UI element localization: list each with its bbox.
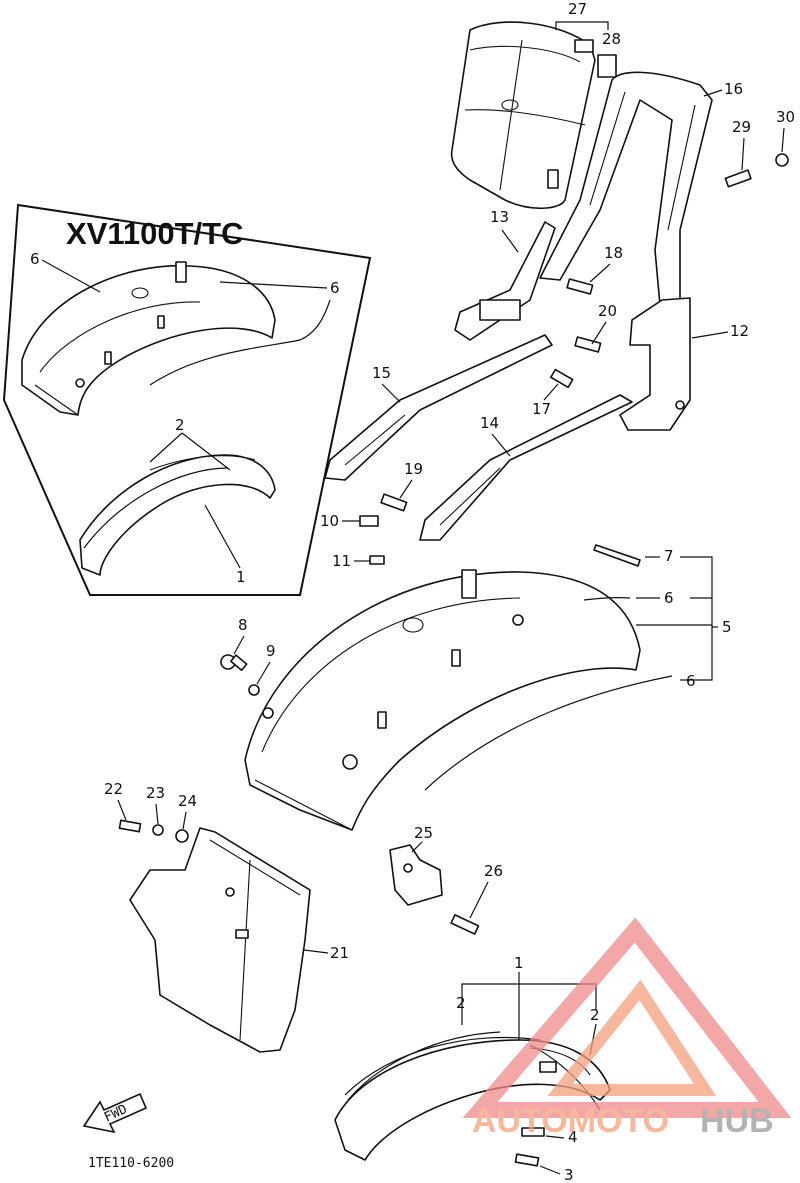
inset-callout-1: 1 xyxy=(236,568,246,586)
callout-17: 17 xyxy=(532,400,551,418)
callout-11: 11 xyxy=(332,552,351,570)
inset-border xyxy=(2,203,372,596)
callout-23: 23 xyxy=(146,784,165,802)
bracket-13 xyxy=(454,221,556,341)
callout-16: 16 xyxy=(724,80,743,98)
callout-21: 21 xyxy=(330,944,349,962)
callout-8: 8 xyxy=(238,616,248,634)
seal-2-left xyxy=(347,1031,501,1101)
callout-24: 24 xyxy=(178,792,197,810)
bolt-19 xyxy=(380,493,408,512)
inset-rear-fender xyxy=(21,264,276,416)
clip-11 xyxy=(369,555,385,565)
forward-arrow-icon: FWD xyxy=(82,1092,148,1134)
bolt-17 xyxy=(550,368,574,389)
bracket-12 xyxy=(619,297,691,431)
callout-27: 27 xyxy=(568,0,587,18)
inset-callout-6-right: 6 xyxy=(330,279,340,297)
callout-19: 19 xyxy=(404,460,423,478)
callout-10: 10 xyxy=(320,512,339,530)
nut-30 xyxy=(775,153,789,167)
callout-30: 30 xyxy=(776,108,795,126)
bolt-18 xyxy=(566,278,594,295)
backrest-frame xyxy=(539,71,713,306)
light-bracket-25 xyxy=(389,844,443,906)
callout-22: 22 xyxy=(104,780,123,798)
bolt-4 xyxy=(521,1127,545,1137)
callout-28: 28 xyxy=(602,30,621,48)
callout-13: 13 xyxy=(490,208,509,226)
inset-callout-2: 2 xyxy=(175,416,185,434)
callout-4: 4 xyxy=(568,1128,578,1146)
callout-6-upper: 6 xyxy=(664,589,674,607)
callout-18: 18 xyxy=(604,244,623,262)
callout-15: 15 xyxy=(372,364,391,382)
callout-7: 7 xyxy=(664,547,674,565)
inset-panel: XV1100T/TC 6 6 2 1 xyxy=(2,203,372,596)
flap-21 xyxy=(129,827,311,1053)
callout-25: 25 xyxy=(414,824,433,842)
strip-7 xyxy=(593,544,641,567)
bolt-22 xyxy=(118,819,142,833)
watermark-name-2: HUB xyxy=(700,1102,774,1140)
callout-26: 26 xyxy=(484,862,503,880)
callout-9: 9 xyxy=(266,642,276,660)
washer-24 xyxy=(175,829,189,843)
callout-14: 14 xyxy=(480,414,499,432)
inset-front-fender xyxy=(79,454,276,576)
inset-callout-6-left: 6 xyxy=(30,250,40,268)
diagram-code: 1TE110-6200 xyxy=(88,1156,174,1171)
bolt-26 xyxy=(450,914,480,935)
watermark-name-1: AUTOMOTO xyxy=(472,1102,669,1140)
bolt-8 xyxy=(220,654,248,672)
watermark-logo: AUTOMOTO HUB xyxy=(462,917,792,1140)
rear-fender-5 xyxy=(244,569,673,831)
callout-2-right: 2 xyxy=(590,1006,600,1024)
callout-20: 20 xyxy=(598,302,617,320)
bolt-20 xyxy=(574,336,602,353)
inset-title: XV1100T/TC xyxy=(66,216,243,251)
callout-29: 29 xyxy=(732,118,751,136)
nut-23 xyxy=(152,824,164,836)
backrest-pad xyxy=(450,21,617,210)
callout-6-lower: 6 xyxy=(686,672,696,690)
bolt-29 xyxy=(724,169,752,188)
bracket-10 xyxy=(359,515,379,527)
seal-6 xyxy=(583,597,631,601)
washer-9 xyxy=(248,684,260,696)
callout-1: 1 xyxy=(514,954,524,972)
callout-3: 3 xyxy=(564,1166,574,1183)
callout-2-left: 2 xyxy=(456,994,466,1012)
stay-15 xyxy=(324,334,553,481)
callout-12: 12 xyxy=(730,322,749,340)
callout-5: 5 xyxy=(722,618,732,636)
stay-14 xyxy=(419,394,633,541)
bolt-3 xyxy=(514,1153,540,1167)
